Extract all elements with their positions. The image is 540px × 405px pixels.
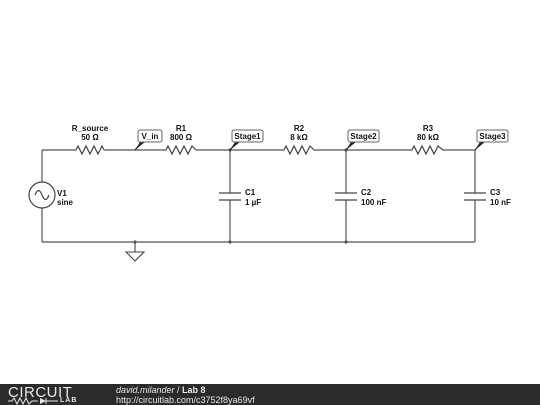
junction-dot (228, 240, 232, 244)
resistor-r2-name: R2 (294, 124, 305, 133)
voltage-source-name: V1 (57, 189, 67, 198)
footer-separator: / (174, 385, 183, 395)
logo-lab-text: LAB (60, 397, 78, 404)
footer-project-line: david.milander / Lab 8 (116, 385, 206, 395)
node-flag-vin-label: V_in (142, 132, 159, 141)
capacitor-c1-value: 1 µF (245, 198, 261, 207)
footer-project-title[interactable]: Lab 8 (182, 385, 206, 395)
node-flag-stage2[interactable]: Stage2 (345, 129, 380, 151)
resistor-r-source-name: R_source (72, 124, 109, 133)
resistor-r1-name: R1 (176, 124, 187, 133)
junction-dot (344, 240, 348, 244)
resistor-r-source[interactable]: R_source 50 Ω (72, 124, 109, 156)
capacitor-c2-name: C2 (361, 188, 372, 197)
voltage-source-type: sine (57, 198, 74, 207)
capacitor-c1[interactable]: C1 1 µF (219, 188, 261, 207)
resistor-r3-value: 80 kΩ (417, 133, 440, 142)
footer-user-link[interactable]: david.milander (116, 385, 175, 395)
wires (41, 149, 476, 252)
node-flag-stage2-label: Stage2 (350, 132, 377, 141)
node-flag-vin[interactable]: V_in (134, 129, 163, 151)
resistor-r-source-value: 50 Ω (81, 133, 99, 142)
ground-icon (124, 251, 146, 262)
schematic-canvas: R_source 50 Ω R1 800 Ω R2 8 kΩ R3 80 kΩ … (28, 124, 511, 262)
capacitor-c3-value: 10 nF (490, 198, 511, 207)
node-flag-stage1[interactable]: Stage1 (229, 129, 264, 151)
footer-bar: CIRCUIT LAB david.milander / Lab 8 http:… (0, 384, 540, 405)
resistor-r1-value: 800 Ω (170, 133, 193, 142)
capacitor-c1-name: C1 (245, 188, 256, 197)
node-flag-stage3-label: Stage3 (479, 132, 506, 141)
capacitor-c3-name: C3 (490, 188, 501, 197)
sine-wave-icon (34, 189, 50, 201)
capacitor-c2-value: 100 nF (361, 198, 386, 207)
capacitor-c2[interactable]: C2 100 nF (335, 188, 386, 207)
resistor-r2[interactable]: R2 8 kΩ (283, 124, 315, 156)
logo-circuit-text: CIRCUIT (8, 384, 73, 401)
footer-url-link[interactable]: http://circuitlab.com/c3752f8ya69vf (116, 395, 255, 405)
junction-dots (133, 148, 348, 244)
voltage-source-v1[interactable]: V1 sine (28, 181, 74, 209)
resistor-r3-name: R3 (423, 124, 434, 133)
resistor-r2-value: 8 kΩ (290, 133, 308, 142)
capacitor-c3[interactable]: C3 10 nF (464, 188, 511, 207)
node-flag-stage1-label: Stage1 (234, 132, 261, 141)
logo-waveform-icon (8, 397, 58, 405)
resistor-r3[interactable]: R3 80 kΩ (411, 124, 444, 156)
node-flag-stage3[interactable]: Stage3 (474, 129, 509, 151)
junction-dot (133, 240, 137, 244)
resistor-r1[interactable]: R1 800 Ω (165, 124, 197, 156)
